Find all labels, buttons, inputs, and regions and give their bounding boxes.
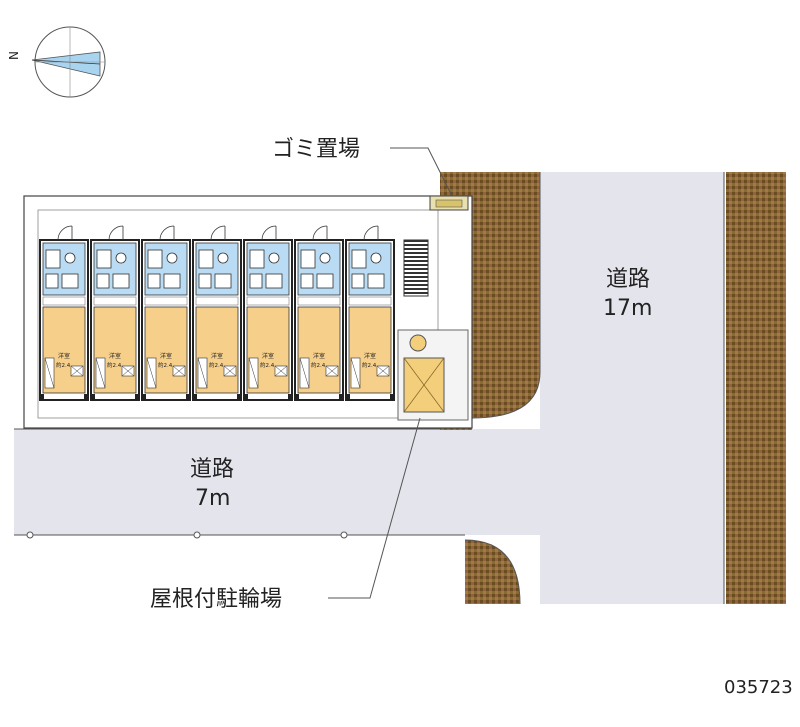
- unit-size-label: 約2.4: [56, 361, 71, 369]
- unit-room-label: 洋室: [364, 352, 376, 360]
- compass-icon: [31, 26, 106, 98]
- road-area: [14, 172, 724, 604]
- road-main-label: 道路: [606, 267, 650, 292]
- unit-room-label: 洋室: [58, 352, 70, 360]
- bike-parking-area: [403, 334, 445, 413]
- unit-room-label: 洋室: [211, 352, 223, 360]
- garbage-label: ゴミ置場: [272, 137, 360, 162]
- compass-north-label: N: [7, 51, 21, 60]
- bike-parking-label: 屋根付駐輪場: [150, 587, 282, 612]
- unit-room-label: 洋室: [313, 352, 325, 360]
- unit-size-label: 約2.4: [158, 361, 173, 369]
- road-side-width: 7m: [195, 486, 230, 511]
- stairs: [403, 239, 429, 297]
- unit-size-label: 約2.4: [260, 361, 275, 369]
- bike-leader: [328, 417, 421, 599]
- unit-size-label: 約2.4: [107, 361, 122, 369]
- garbage-leader: [390, 147, 453, 197]
- unit-size-label: 約2.4: [311, 361, 326, 369]
- apartment-units: 洋室約2.4洋室約2.4洋室約2.4洋室約2.4洋室約2.4洋室約2.4洋室約2…: [39, 225, 395, 401]
- unit-room-label: 洋室: [109, 352, 121, 360]
- unit-size-label: 約2.4: [362, 361, 377, 369]
- road-main-width: 17m: [603, 296, 652, 321]
- garbage-area: [429, 195, 469, 211]
- property-code: 035723: [724, 677, 793, 698]
- road-side-label: 道路: [190, 457, 234, 482]
- unit-room-label: 洋室: [160, 352, 172, 360]
- unit-size-label: 約2.4: [209, 361, 224, 369]
- unit-room-label: 洋室: [262, 352, 274, 360]
